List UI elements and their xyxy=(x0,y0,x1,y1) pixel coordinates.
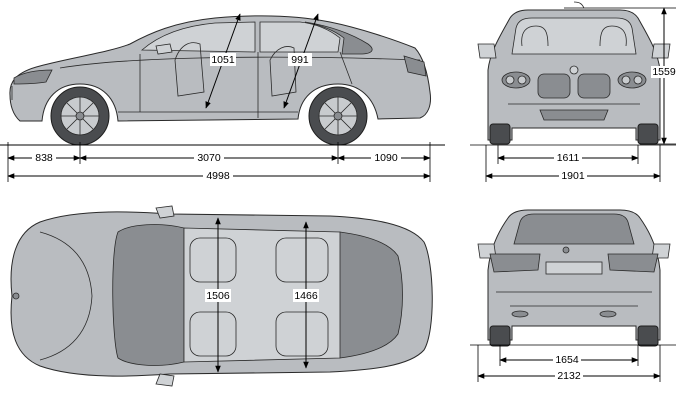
front-headroom-label: 1051 xyxy=(211,54,235,66)
front-overhang-label: 838 xyxy=(35,152,53,164)
rear-view-car xyxy=(477,209,671,347)
headroom-markers: 1051 991 xyxy=(205,13,319,109)
side-view-car xyxy=(9,15,431,146)
rear-shoulder-width-label: 1466 xyxy=(294,290,318,302)
overall-length-label: 4998 xyxy=(206,170,230,182)
height-label: 1559 xyxy=(652,66,676,78)
front-track-label: 1611 xyxy=(557,152,580,164)
rear-overhang-label: 1090 xyxy=(374,152,398,164)
overall-width-label: 1901 xyxy=(561,170,585,182)
wheelbase-label: 3070 xyxy=(197,152,221,164)
rear-headroom-label: 991 xyxy=(291,54,309,66)
rear-dimensions: 1654 2132 xyxy=(470,344,676,382)
length-dimensions: 838 3070 1090 4998 xyxy=(0,142,445,182)
front-dimensions: 1559 1611 1901 xyxy=(470,7,677,182)
front-shoulder-width-label: 1506 xyxy=(206,290,230,302)
width-with-mirrors-label: 2132 xyxy=(557,370,581,382)
front-view-car xyxy=(477,1,671,145)
rear-track-label: 1654 xyxy=(555,354,579,366)
shoulder-width-markers: 1506 1466 xyxy=(205,217,319,373)
